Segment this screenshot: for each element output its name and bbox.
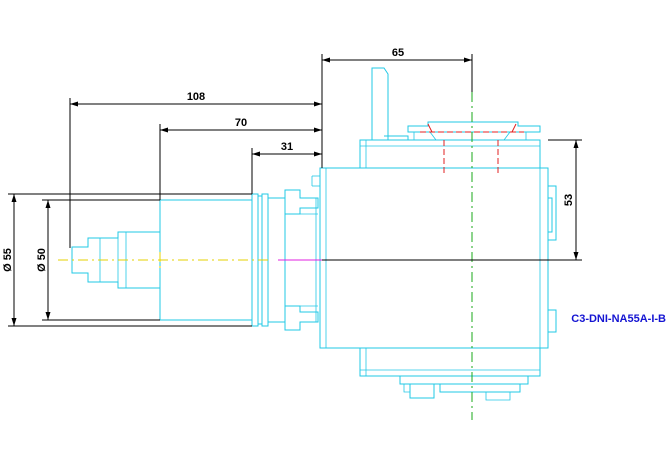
centerlines bbox=[58, 92, 473, 420]
dim-diameter-55: Ø 55 bbox=[2, 248, 14, 272]
part-number-label: C3-DNI-NA55A-I-B bbox=[571, 313, 666, 325]
dim-53: 53 bbox=[563, 194, 575, 206]
dim-70: 70 bbox=[235, 117, 247, 129]
dim-31: 31 bbox=[281, 141, 293, 153]
bottom-block bbox=[359, 347, 541, 377]
flange bbox=[251, 193, 259, 327]
dim-108: 108 bbox=[187, 91, 205, 103]
pin-bottom bbox=[284, 305, 319, 331]
top-block bbox=[359, 139, 541, 169]
housing bbox=[319, 167, 549, 349]
pin-top bbox=[284, 189, 319, 215]
dim-65: 65 bbox=[392, 47, 404, 59]
tool-holder-outline bbox=[71, 67, 557, 401]
hidden-features bbox=[420, 123, 524, 176]
dimension-labels: 65 108 70 31 53 Ø 55 Ø 50 bbox=[2, 47, 575, 272]
dimension-lines bbox=[8, 54, 582, 327]
dim-diameter-50: Ø 50 bbox=[36, 248, 48, 272]
